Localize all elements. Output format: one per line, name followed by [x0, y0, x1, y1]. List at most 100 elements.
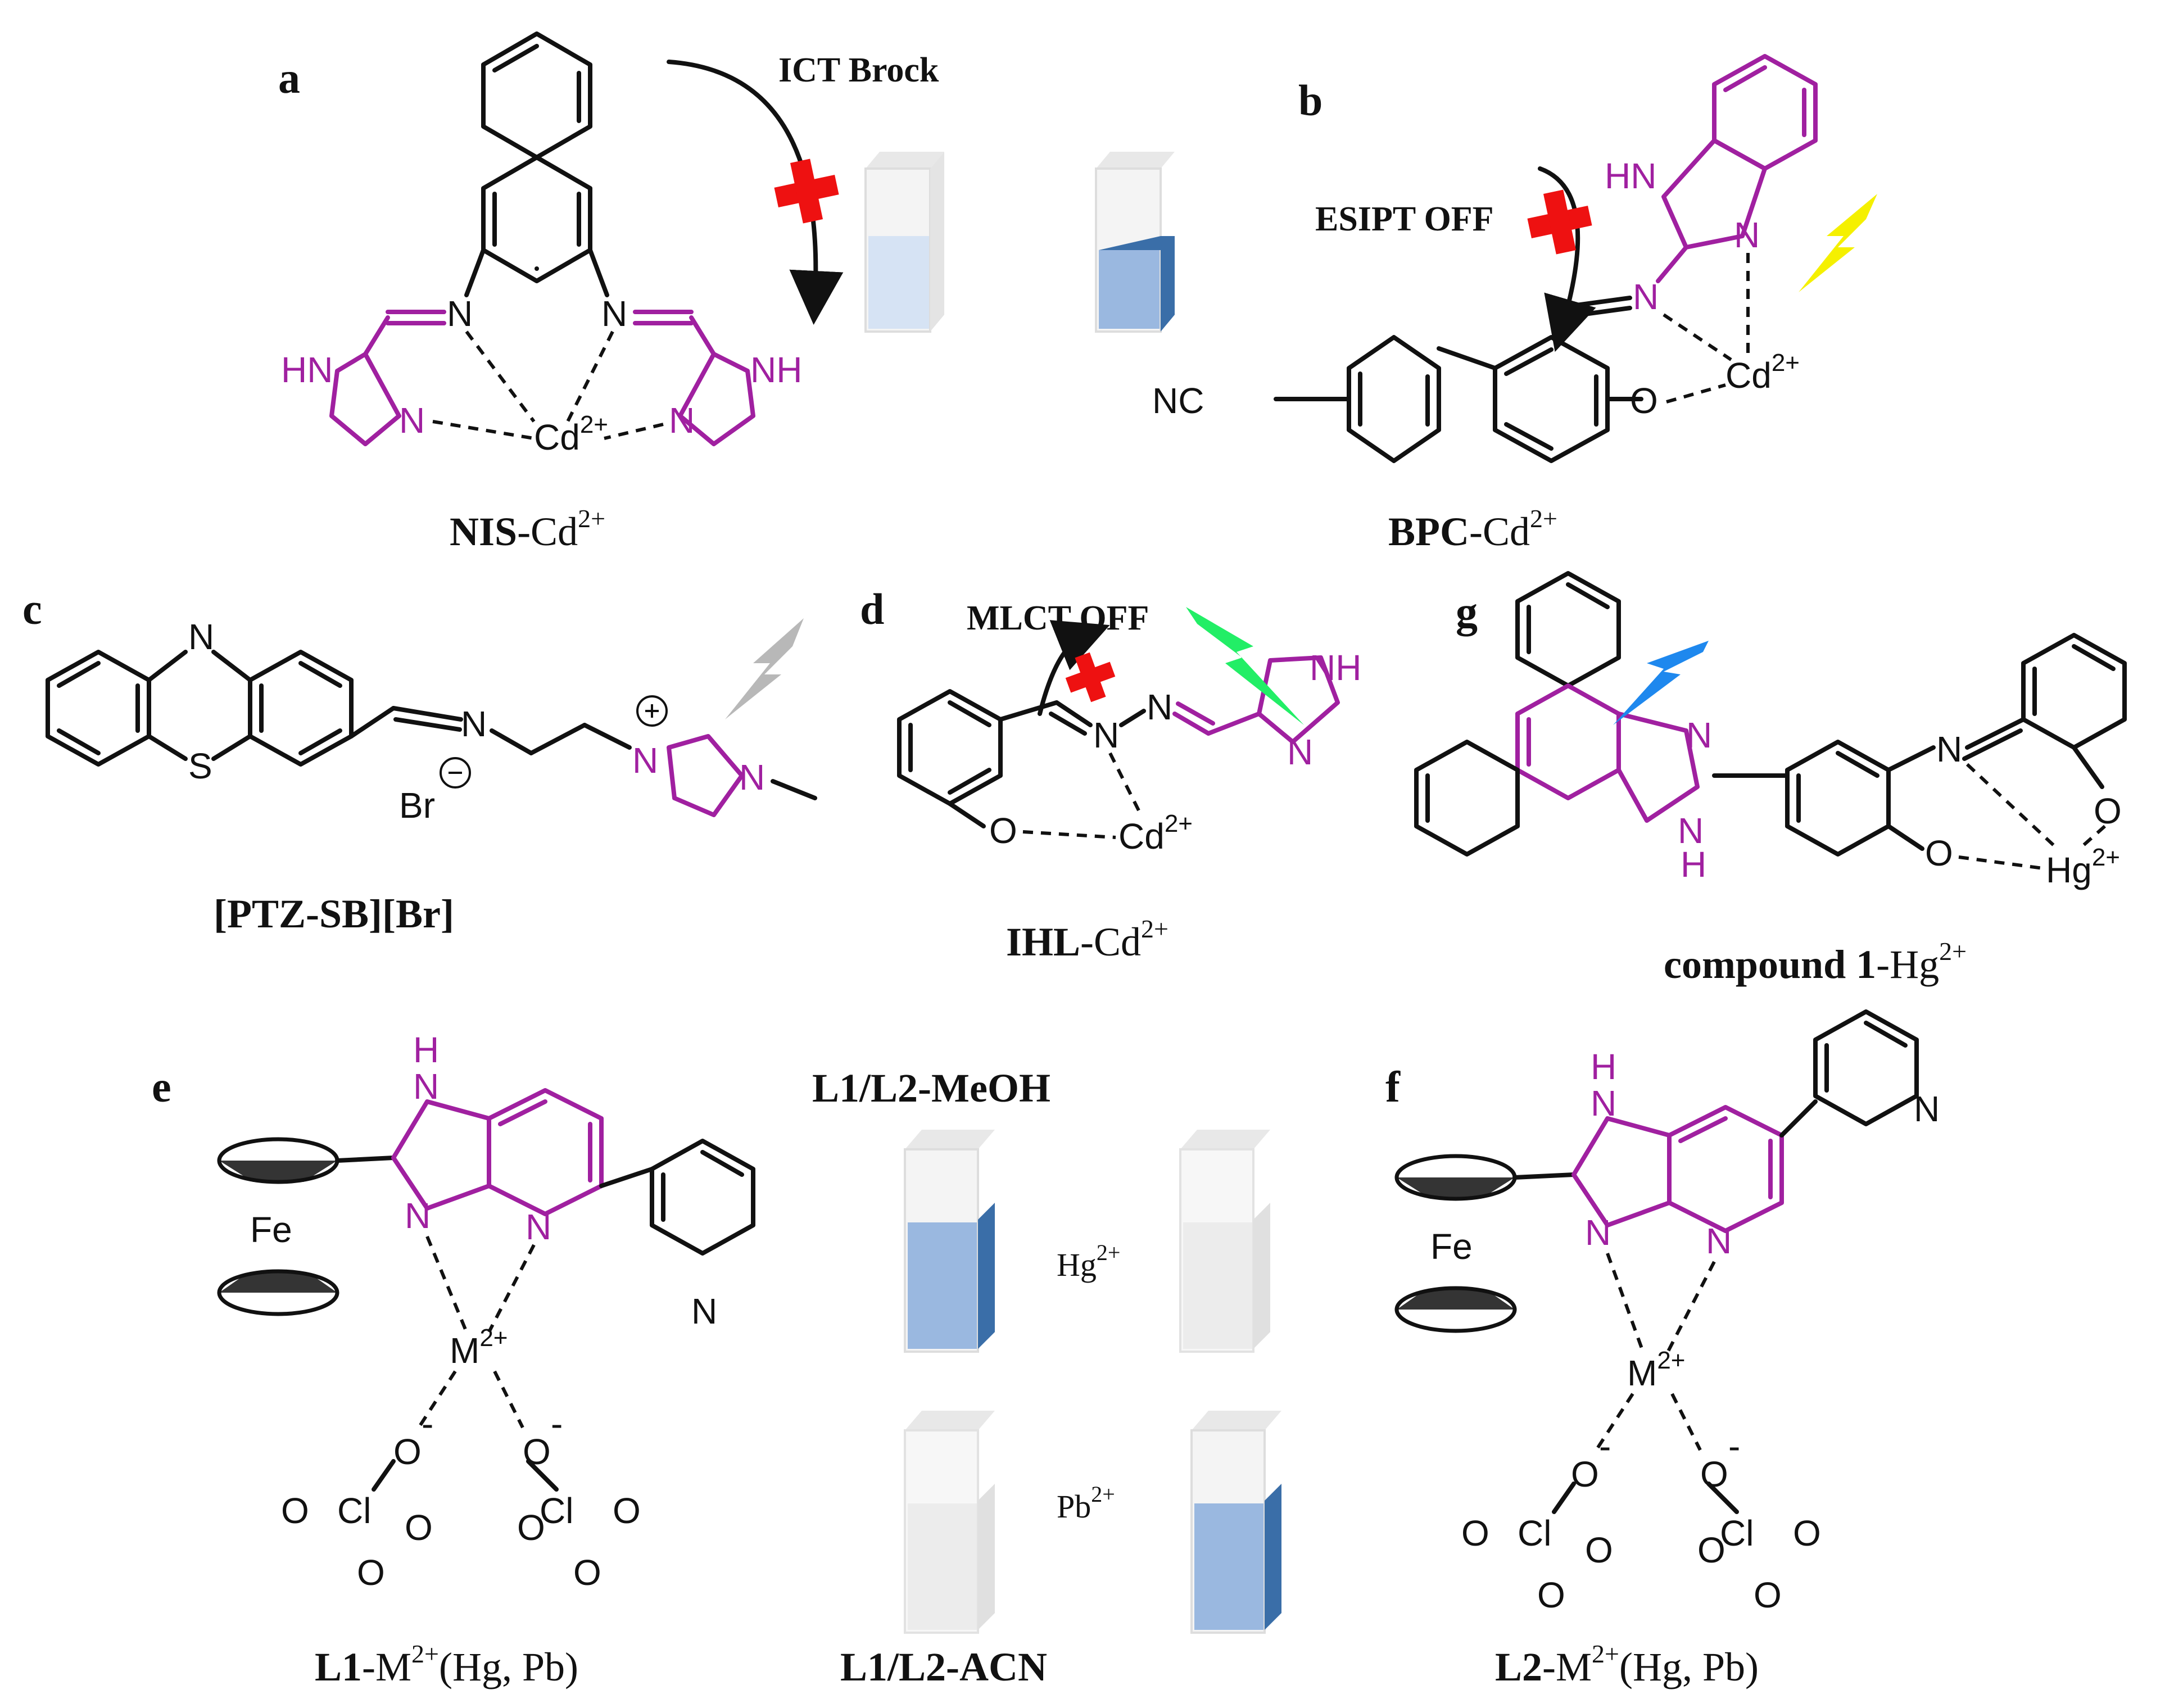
- atom-f-metal: M2+: [1627, 1347, 1685, 1393]
- atom-e-fe: Fe: [250, 1209, 292, 1250]
- imidazole-d: [1257, 655, 1340, 744]
- panel-label-a: a: [278, 53, 300, 102]
- caption-b: BPC-Cd2+: [1388, 504, 1557, 554]
- imidazopyridine-six-ring-e: [487, 1088, 604, 1216]
- atom-b-n-ring: N: [1734, 215, 1760, 255]
- atom-b-n-imine: N: [1633, 277, 1659, 317]
- lightning-bolt-icon: [1799, 194, 1877, 292]
- atom-d-o: O: [989, 810, 1017, 851]
- panel-label-b: b: [1298, 76, 1323, 125]
- imidazolium-ring: [667, 734, 744, 817]
- atom-f-h: H: [1591, 1046, 1616, 1087]
- phenanthrene-bottom-ring: [1414, 740, 1520, 857]
- atom-d-nh: NH: [1310, 647, 1361, 688]
- imidazole-a-right: [678, 352, 755, 446]
- minus-sign: -: [422, 1403, 433, 1444]
- atom-e-metal: M2+: [450, 1324, 508, 1371]
- atom-c-n-imine: N: [461, 704, 487, 744]
- mlct-arrow: [1038, 620, 1110, 716]
- imidazopyridine-five-ring-f: [1571, 1116, 1672, 1227]
- atom-a-nh2: NH: [750, 350, 802, 390]
- atom-a-n3: N: [399, 400, 425, 441]
- atom-f-n2: N: [1706, 1221, 1732, 1261]
- cross-icon: [774, 158, 839, 224]
- atom-d-n2: N: [1147, 687, 1172, 727]
- imidazopyridine-six-ring-f: [1667, 1105, 1784, 1233]
- annotation-d: MLCT OFF: [967, 599, 1149, 637]
- panel-a: a N N HN N NH N Cd2+ ICT Bro: [278, 31, 1175, 554]
- panel-e: e Fe H N N N N M2+ O - O - Cl Cl O O O O…: [152, 1030, 755, 1689]
- lightning-bolt-icon: [725, 618, 804, 719]
- atom-e-n-h: N: [413, 1066, 439, 1107]
- perchlorate-o: O: [1697, 1530, 1725, 1570]
- atom-e-o2: O: [523, 1431, 551, 1472]
- perchlorate-o: O: [1754, 1575, 1782, 1615]
- perchlorate-o: O: [405, 1507, 433, 1548]
- atom-a-n4: N: [669, 400, 695, 441]
- cuvette-acn-blue: [1190, 1411, 1281, 1634]
- cuvette-a-light: [864, 152, 944, 333]
- atom-d-n-ring: N: [1287, 732, 1313, 772]
- panel-label-f: f: [1385, 1062, 1401, 1111]
- caption-c: [PTZ-SB][Br]: [214, 891, 454, 936]
- atom-a-n1: N: [447, 293, 473, 334]
- atom-b-nc: NC: [1152, 380, 1204, 421]
- atom-g-metal: Hg2+: [2046, 844, 2120, 890]
- panel-label-c: c: [22, 585, 42, 633]
- cross-icon: [1527, 189, 1592, 255]
- caption-f: L2-M2+(Hg, Pb): [1495, 1639, 1759, 1689]
- annotation-a: ICT Brock: [778, 51, 939, 89]
- perchlorate-o: O: [573, 1552, 601, 1593]
- atom-c-n-methyl: N: [739, 757, 765, 798]
- atom-f-o1: O: [1571, 1454, 1599, 1494]
- ptz-left-ring: [46, 650, 151, 767]
- perchlorate-o: O: [1461, 1513, 1489, 1553]
- annotation-b: ESIPT OFF: [1315, 200, 1494, 238]
- atom-g-h: H: [1681, 844, 1706, 885]
- panel-label-g: g: [1456, 587, 1478, 636]
- atom-e-o1: O: [393, 1431, 422, 1472]
- atom-e-h: H: [413, 1030, 439, 1070]
- imidazole-a-left: [329, 352, 401, 446]
- atom-f-cl2: Cl: [1720, 1513, 1754, 1553]
- center-bottom-label: L1/L2-ACN: [840, 1644, 1047, 1689]
- salicyl-ring-g: [2021, 633, 2127, 750]
- phenanthrene-middle-ring: [1515, 683, 1621, 800]
- atom-a-metal: Cd2+: [534, 411, 608, 457]
- minus-sign: -: [1599, 1426, 1611, 1466]
- atom-e-cl1: Cl: [337, 1490, 371, 1531]
- atom-d-n1: N: [1093, 715, 1119, 755]
- perchlorate-o: O: [1793, 1513, 1821, 1553]
- atom-g-n-imine: N: [1936, 729, 1962, 769]
- naphthalene-ring-bottom: [481, 155, 592, 283]
- phenol-ring-g: [1785, 740, 1891, 857]
- pb-label: Pb2+: [1057, 1482, 1115, 1525]
- atom-e-n1: N: [405, 1195, 431, 1236]
- phenol-ring-d: [897, 689, 1003, 806]
- cuvette-meoh-blue: [904, 1130, 995, 1353]
- perchlorate-o: O: [517, 1507, 545, 1548]
- caption-g: compound 1-Hg2+: [1664, 937, 1967, 987]
- atom-f-fe: Fe: [1430, 1226, 1473, 1267]
- atom-e-n2: N: [526, 1207, 551, 1247]
- imidazopyridine-five-ring-e: [391, 1099, 491, 1211]
- atom-f-n1: N: [1585, 1212, 1611, 1253]
- atom-f-n-h: N: [1591, 1083, 1616, 1123]
- phenanthrene-top-ring: [1515, 571, 1621, 688]
- panel-f: f Fe H N N N N M2+ O - O - Cl Cl O O O O…: [1385, 1009, 1940, 1689]
- perchlorate-o: O: [1585, 1530, 1613, 1570]
- atom-g-n-ring: N: [1686, 715, 1712, 755]
- cyano-phenyl-ring: [1347, 335, 1441, 463]
- atom-g-o1: O: [2094, 791, 2122, 831]
- caption-a: NIS-Cd2+: [450, 504, 605, 554]
- atom-d-metal: Cd2+: [1118, 810, 1193, 857]
- panel-label-e: e: [152, 1062, 171, 1111]
- atom-g-o2: O: [1925, 833, 1953, 873]
- perchlorate-o: O: [281, 1490, 309, 1531]
- atom-e-cl2: Cl: [540, 1490, 573, 1531]
- naphthalene-ring-top: [481, 31, 592, 160]
- cuvette-a-blue: [1095, 152, 1175, 333]
- caption-d: IHL-Cd2+: [1006, 914, 1169, 964]
- panel-g: g N N H N O O Hg2+ compound 1-Hg2+: [1414, 571, 2127, 987]
- atom-c-s: S: [188, 746, 212, 786]
